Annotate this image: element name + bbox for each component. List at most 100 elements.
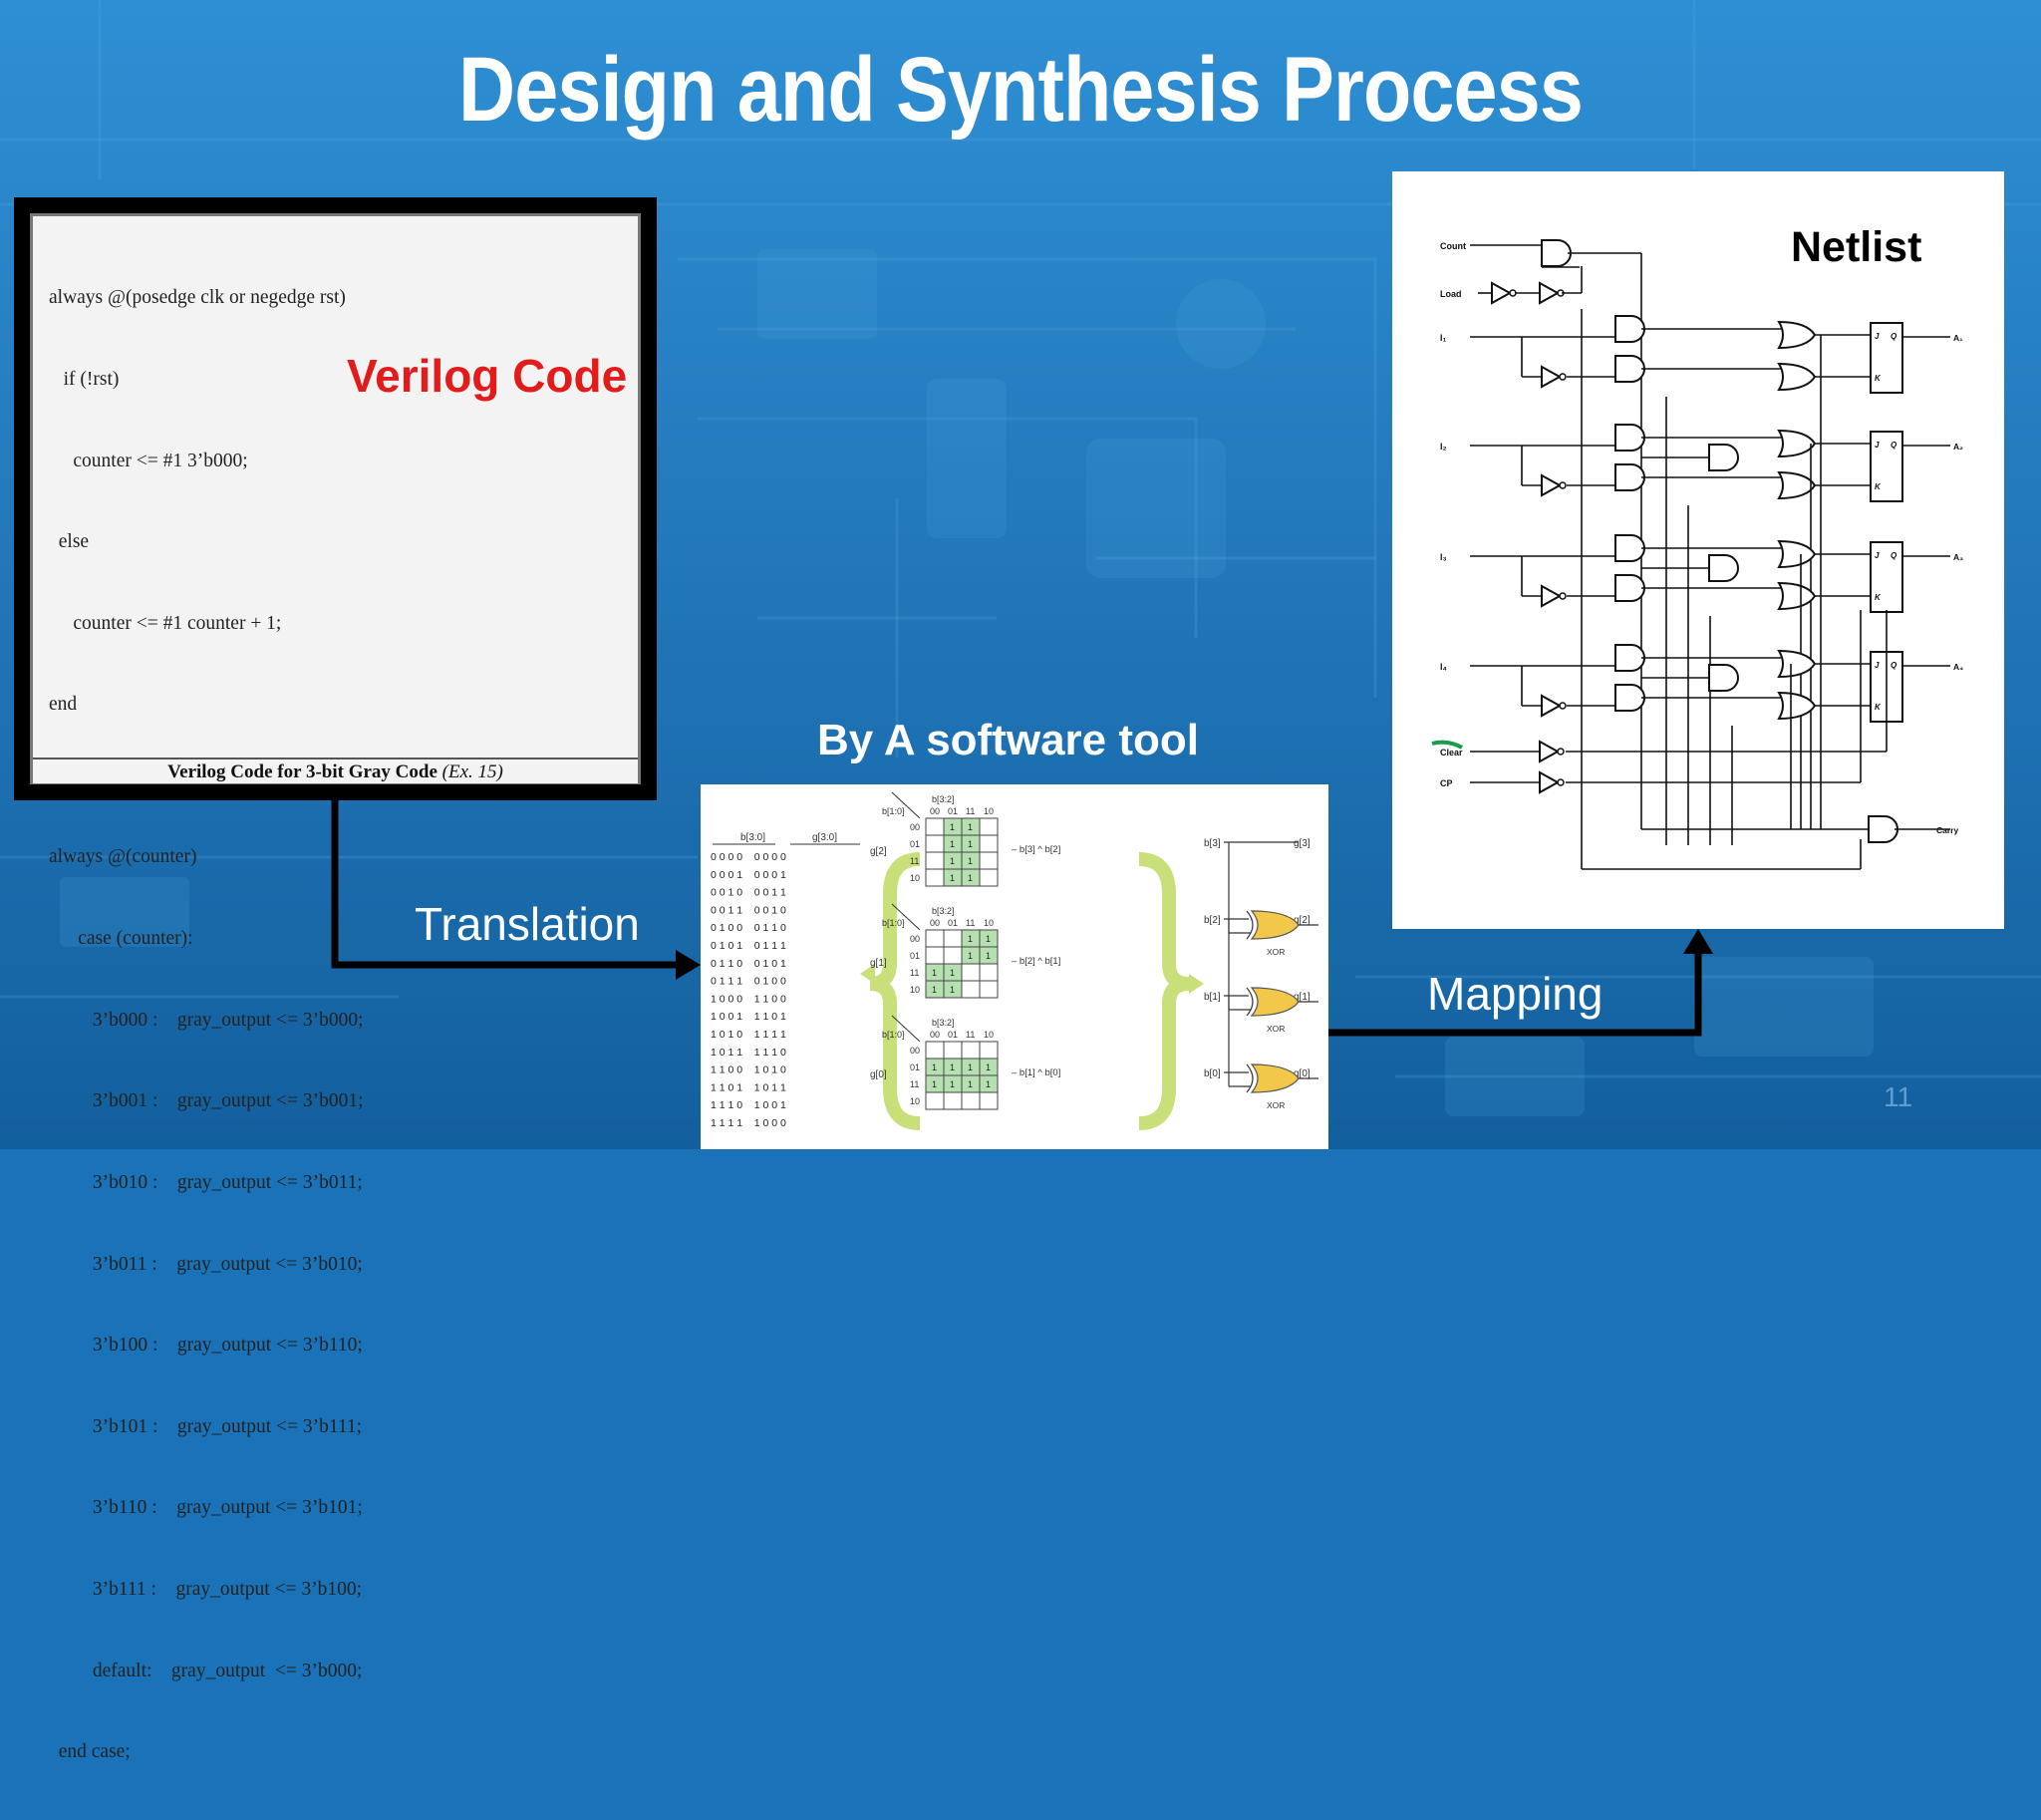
jk-flip-flop	[1870, 541, 1903, 613]
kmap-cell	[925, 851, 945, 870]
gate-type-label: XOR	[1267, 947, 1285, 957]
netlist-output-label: A₁	[1953, 333, 1963, 343]
kmap-cell	[925, 1041, 945, 1060]
kmap-col-code: 01	[948, 918, 958, 928]
kmap-cell-value: 1	[950, 839, 955, 849]
table-header-g: g[3:0]	[812, 832, 837, 843]
and-gate	[1614, 644, 1645, 672]
kmap-row-code: 00	[910, 934, 920, 944]
not-gate-bubble	[1559, 702, 1567, 710]
translation-arrowhead	[676, 950, 701, 980]
ff-pin-label: J	[1875, 551, 1880, 560]
gate-output-label: g[1]	[1294, 992, 1311, 1003]
code-line: 3’b001 : gray_output <= 3’b001;	[49, 1090, 364, 1112]
not-gate	[1541, 584, 1563, 608]
and-gate	[1614, 684, 1645, 712]
code-line: end	[49, 694, 78, 716]
kmap-cell	[979, 963, 999, 982]
and-gate	[1614, 463, 1645, 491]
gate-output-label: g[0]	[1294, 1068, 1311, 1079]
kmap-side-label: b[1:0]	[882, 806, 905, 816]
table-header-b: b[3:0]	[740, 832, 765, 843]
kmap-col-code: 01	[948, 806, 958, 816]
kmap-row-code: 01	[910, 839, 920, 849]
not-gate-bubble	[1559, 481, 1567, 489]
code-line: always @(posedge clk or negedge rst)	[49, 287, 346, 309]
and-gate	[1614, 355, 1645, 383]
kmap-output-label: g[1]	[870, 958, 887, 969]
kmap-cell	[943, 946, 963, 965]
not-gate-bubble	[1559, 592, 1567, 600]
mapping-arrowhead	[1683, 929, 1713, 954]
kmap-top-label: b[3:2]	[932, 794, 955, 804]
translation-label: Translation	[415, 898, 640, 950]
jk-flip-flop	[1870, 431, 1903, 502]
or-gate	[1777, 320, 1817, 350]
kmap-cell-value: 1	[950, 873, 955, 883]
gate-input-label: b[0]	[1204, 1068, 1221, 1079]
kmap-cell-value: 1	[950, 856, 955, 866]
netlist-input-label: CP	[1440, 778, 1453, 788]
not-gate	[1539, 740, 1561, 763]
right-brace	[1138, 852, 1190, 1130]
kmap-cell	[979, 868, 999, 887]
kmap-cell	[943, 929, 963, 948]
kmap-cell	[979, 851, 999, 870]
kmap-cell	[979, 834, 999, 853]
netlist-input-label: I₁	[1440, 333, 1447, 343]
or-gate	[1777, 691, 1817, 721]
kmap-cell-value: 1	[968, 934, 973, 944]
xor-gates: b[3]g[3]b[2]g[2]XORb[1]g[1]XORb[0]g[0]XO…	[1204, 838, 1318, 1110]
and-gate	[1614, 424, 1645, 452]
kmap-cell-value: 1	[986, 1079, 991, 1089]
kmap-row-code: 00	[910, 1046, 920, 1056]
kmap-cell-value: 1	[950, 985, 955, 995]
kmap-col-code: 00	[930, 918, 940, 928]
kmap-expression: – b[1] ^ b[0]	[1012, 1067, 1060, 1078]
kmap-col-code: 10	[984, 1030, 994, 1040]
gate-input-label: b[1]	[1204, 992, 1221, 1003]
code-line: default: gray_output <= 3’b000;	[49, 1660, 363, 1681]
kmap-row-code: 10	[910, 985, 920, 995]
netlist-input-label: Count	[1440, 241, 1466, 251]
kmap-cell	[979, 1041, 999, 1060]
ff-pin-label: J	[1875, 661, 1880, 670]
kmap-cell-value: 1	[968, 1062, 973, 1072]
code-line: 3’b110 : gray_output <= 3’b101;	[49, 1497, 363, 1519]
truth-table-row: 1 0 1 0 1 1 1 1	[711, 1029, 786, 1041]
ff-pin-label: J	[1875, 441, 1880, 450]
code-line: end case;	[49, 1741, 131, 1763]
kmap-cell	[961, 963, 981, 982]
kmap-cell	[961, 1041, 981, 1060]
page-number: 11	[1884, 1081, 1913, 1112]
translation-arrow	[331, 800, 678, 969]
kmap-row-code: 11	[910, 1079, 919, 1089]
netlist-label: Netlist	[1791, 223, 1922, 271]
kmap-cell-value: 1	[968, 839, 973, 849]
netlist-input-label: Load	[1440, 289, 1462, 299]
ff-pin-label: K	[1875, 374, 1882, 383]
xor-gate-back	[1246, 987, 1254, 1017]
kmap-col-code: 11	[966, 806, 975, 816]
kmap-cell-value: 1	[932, 985, 937, 995]
kmap-row-code: 01	[910, 951, 920, 961]
kmap-cell	[925, 817, 945, 836]
kmap-cell	[925, 1091, 945, 1110]
kmap-cell	[979, 980, 999, 999]
mapping-arrow	[1328, 952, 1702, 1037]
ff-pin-label: Q	[1891, 551, 1897, 560]
truth-table-row: 0 1 1 0 0 1 0 1	[711, 958, 786, 970]
kmap-row-code: 01	[910, 1062, 920, 1072]
kmap-cell-value: 1	[986, 1062, 991, 1072]
netlist-output-label: Carry	[1936, 825, 1958, 835]
kmap-cell-value: 1	[986, 951, 991, 961]
and-gate	[1708, 444, 1739, 471]
kmap-cell	[943, 1041, 963, 1060]
kmap-cell	[925, 834, 945, 853]
kmap-cell	[925, 946, 945, 965]
kmap-col-code: 10	[984, 918, 994, 928]
kmap-cell-value: 1	[950, 822, 955, 832]
not-gate	[1541, 365, 1563, 389]
